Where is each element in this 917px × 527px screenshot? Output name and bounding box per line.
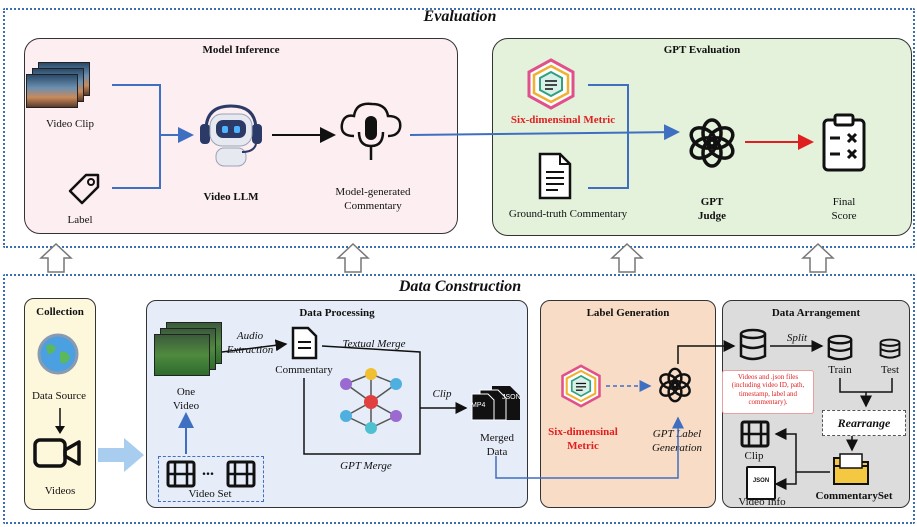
textual-merge-label: Textual Merge [342,338,406,350]
commentary-document-icon [291,326,318,360]
video-llm-label: Video LLM [203,191,259,203]
train-label: Train [828,364,852,376]
gpt-label-generation-label: GPT Label Generation [651,428,703,454]
rearrange-box: Rearrange [822,410,906,436]
openai-logo-icon [689,118,735,168]
data-construction-section [3,274,915,524]
clipboard-score-icon [822,113,866,172]
six-metric-label-gen: Six-dimensinal Metric [548,426,618,452]
clip-label-arr: Clip [744,450,764,462]
json-file-text: JSON [752,478,770,484]
openai-logo-icon-2 [659,367,691,403]
collection-title: Collection [36,306,84,318]
document-icon [538,152,572,200]
film-icon-1 [166,460,196,488]
six-metric-label-eval: Six-dimensinal Metric [510,114,616,126]
model-inference-title: Model Inference [202,44,280,56]
neural-network-icon [340,368,402,434]
hexagon-metric-icon-2 [561,364,601,408]
clip-film-icon [740,420,770,448]
data-arrangement-title: Data Arrangement [771,307,861,319]
globe-icon [37,333,79,375]
label-generation-box: Label Generation [540,300,716,508]
video-camera-icon [33,438,81,468]
test-label: Test [880,364,900,376]
label-generation-title: Label Generation [586,307,670,319]
mp4-text: MP4 [471,402,486,409]
hexagon-metric-icon [527,58,575,110]
folder-icon [833,453,869,485]
cloud-microphone-icon [340,102,402,160]
split-label: Split [786,332,808,344]
data-source-label: Data Source [31,390,87,402]
film-icon-2 [226,460,256,488]
final-score-label: Final Score [831,196,857,222]
clip-label: Clip [432,388,452,400]
ground-truth-label: Ground-truth Commentary [508,208,628,220]
video-clip-label: Video Clip [46,118,94,130]
merged-data-label: Merged Data [479,432,514,458]
label-label: Label [67,214,93,226]
commentary-label: Commentary [275,364,333,376]
video-set-ellipsis: ... [202,462,214,479]
data-processing-title: Data Processing [299,307,375,319]
collection-arrow [55,408,65,434]
gpt-evaluation-title: GPT Evaluation [663,44,741,56]
collection-box: Collection [24,298,96,510]
videos-label: Videos [44,485,76,497]
gpt-judge-label: GPT Judge [697,196,727,222]
video-set-box [158,456,264,502]
data-construction-title: Data Construction [398,278,522,295]
video-json-note: Videos and .json files (including video … [722,370,814,414]
database-icon-train [827,334,853,361]
one-video-label: One Video [172,386,200,412]
commentary-set-label: CommentarySet [815,490,893,502]
collection-to-processing-arrow [98,438,144,472]
database-icon-test [879,338,901,359]
database-icon-main [739,328,767,361]
rearrange-label: Rearrange [837,416,891,430]
evaluation-title: Evaluation [423,8,497,25]
evaluation-section [3,8,915,248]
gpt-merge-label: GPT Merge [340,460,392,472]
robot-icon [200,104,262,167]
tag-icon [68,173,100,205]
video-set-label: Video Set [188,488,232,500]
json-text: JSON [502,394,521,401]
video-info-label: Video Info [738,496,786,508]
model-commentary-label: Model-generated Commentary [335,186,411,212]
